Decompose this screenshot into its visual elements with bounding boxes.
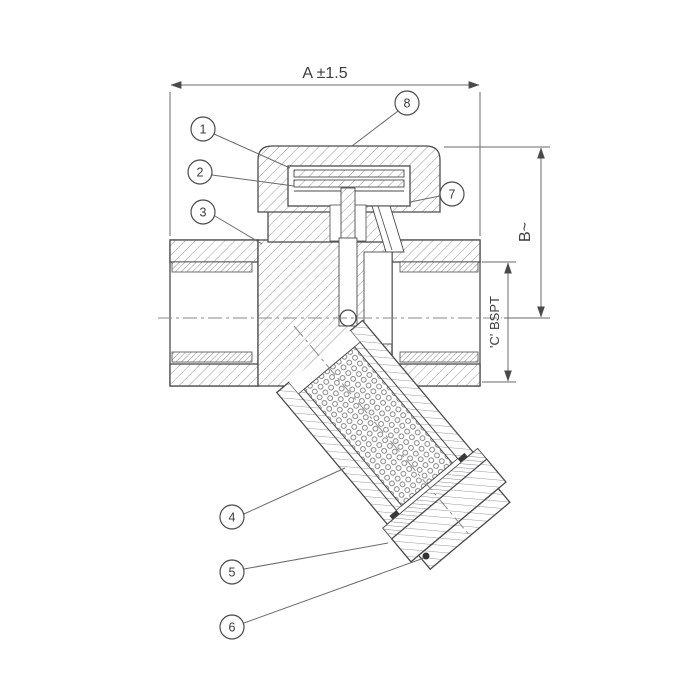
right-pipe-port	[391, 239, 481, 387]
balloon-callouts	[211, 110, 441, 624]
left-pipe-port	[169, 239, 259, 387]
valve-body	[169, 145, 511, 571]
leader-line-4	[243, 467, 346, 515]
balloon-7: 7	[439, 181, 465, 207]
balloon-7-label: 7	[449, 188, 456, 202]
balloon-1: 1	[190, 116, 216, 142]
balloon-8-label: 8	[404, 97, 411, 111]
right-thread-bottom	[399, 351, 479, 363]
valve-stem	[340, 187, 356, 241]
balloon-5-label: 5	[229, 566, 236, 580]
balloon-3: 3	[190, 199, 216, 225]
leader-line-7	[409, 195, 441, 203]
leader-line-6	[243, 557, 425, 624]
dimension-a: A ±1.5	[169, 65, 481, 236]
leader-line-5	[243, 542, 389, 570]
balloon-5: 5	[219, 559, 245, 585]
balloon-4-label: 4	[229, 511, 236, 525]
leader-line-8	[351, 110, 399, 147]
inlet-passage	[371, 205, 405, 253]
balloon-3-label: 3	[200, 206, 207, 220]
cap-seal-dot	[422, 552, 430, 560]
balloon-6-label: 6	[229, 621, 236, 635]
dimension-a-label: A ±1.5	[302, 65, 347, 82]
leader-line-2	[211, 174, 295, 187]
left-thread-top	[171, 261, 253, 273]
dimension-b: B~	[444, 146, 550, 319]
dimension-c-label: 'C' BSPT	[487, 296, 502, 348]
balloon-8: 8	[394, 90, 420, 116]
balloon-2-label: 2	[197, 166, 204, 180]
left-thread-bottom	[171, 351, 253, 363]
leader-line-3	[214, 215, 263, 245]
balloon-2: 2	[187, 159, 213, 185]
dimension-c: 'C' BSPT	[482, 261, 516, 383]
dimension-b-label: B~	[517, 222, 534, 242]
balloon-4: 4	[219, 504, 245, 530]
right-thread-top	[399, 261, 479, 273]
balloon-1-label: 1	[200, 123, 207, 137]
leader-line-1	[213, 133, 291, 169]
centerline-diagonal	[293, 325, 472, 538]
balloon-6: 6	[219, 614, 245, 640]
inlet-passage-line	[377, 205, 393, 251]
